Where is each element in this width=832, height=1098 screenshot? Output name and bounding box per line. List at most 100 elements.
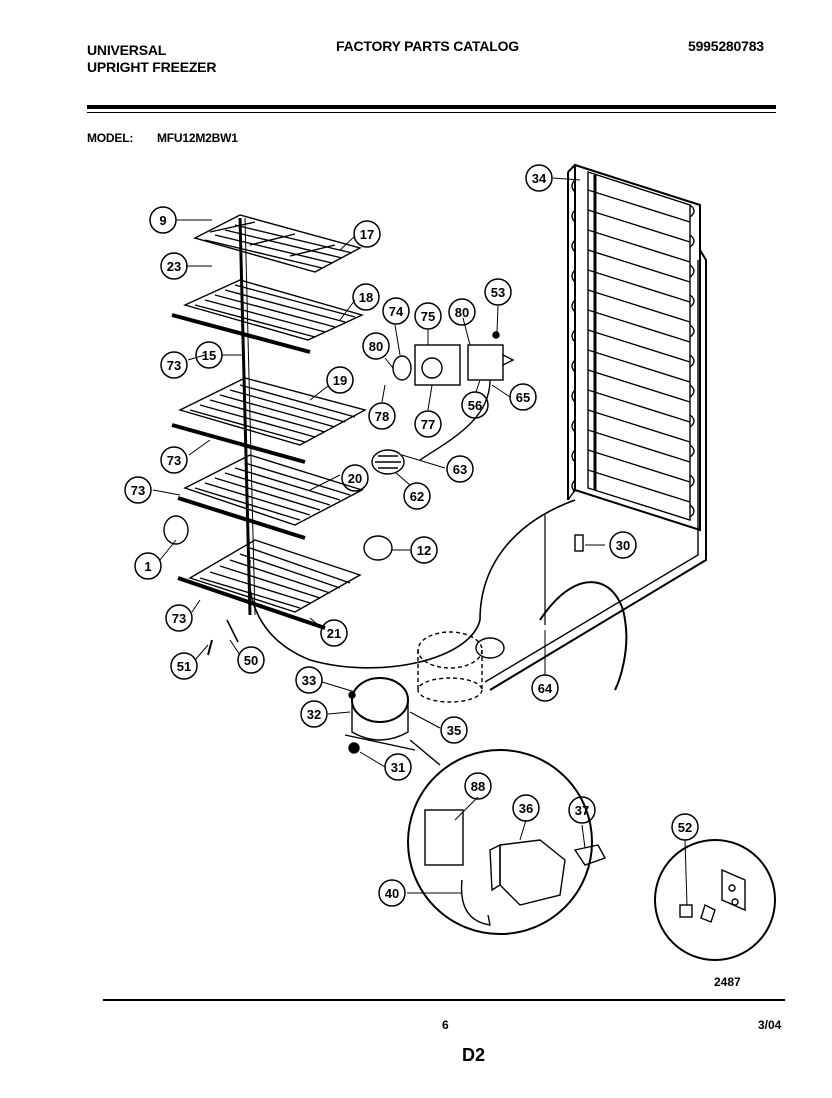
svg-text:21: 21 (327, 626, 341, 641)
callout-51: 51 (170, 652, 198, 680)
shelf-19 (171, 377, 367, 464)
svg-text:17: 17 (360, 227, 374, 242)
callout-75: 75 (414, 302, 442, 330)
callout-40: 40 (378, 879, 406, 907)
svg-text:33: 33 (302, 673, 316, 688)
svg-text:65: 65 (516, 390, 530, 405)
callout-15: 15 (195, 341, 223, 369)
compressor (344, 677, 416, 754)
callout-19: 19 (326, 366, 354, 394)
svg-text:77: 77 (421, 417, 435, 432)
svg-text:12: 12 (417, 543, 431, 558)
detail-circle-52 (654, 839, 776, 961)
revision-date: 3/04 (758, 1018, 782, 1032)
svg-text:75: 75 (421, 309, 435, 324)
svg-text:31: 31 (391, 760, 405, 775)
callout-30: 30 (609, 531, 637, 559)
brand-line-2: UPRIGHT FREEZER (87, 59, 217, 75)
header-rule-thick (87, 105, 776, 109)
svg-text:80: 80 (369, 339, 383, 354)
callout-65: 65 (509, 383, 537, 411)
svg-text:78: 78 (375, 409, 389, 424)
svg-text:63: 63 (453, 462, 467, 477)
callout-20: 20 (341, 464, 369, 492)
header-rule-thin (87, 112, 776, 113)
callout-78: 78 (368, 402, 396, 430)
svg-text:80: 80 (455, 305, 469, 320)
catalog-title: FACTORY PARTS CATALOG (336, 38, 519, 54)
callout-63: 63 (446, 455, 474, 483)
svg-text:20: 20 (348, 471, 362, 486)
callout-73: 73 (124, 476, 152, 504)
callout-32: 32 (300, 700, 328, 728)
callout-1: 1 (134, 552, 162, 580)
callout-64: 64 (531, 674, 559, 702)
callout-31: 31 (384, 753, 412, 781)
callout-37: 37 (568, 796, 596, 824)
svg-text:74: 74 (389, 304, 404, 319)
brand-block: UNIVERSAL UPRIGHT FREEZER (87, 42, 216, 76)
compressor-location-dashed (417, 631, 483, 703)
svg-text:73: 73 (167, 453, 181, 468)
callout-18: 18 (352, 283, 380, 311)
model-number: MFU12M2BW1 (157, 131, 238, 145)
callout-56: 56 (461, 391, 489, 419)
part-62-assembly (371, 449, 405, 475)
svg-text:36: 36 (519, 801, 533, 816)
callout-17: 17 (353, 220, 381, 248)
callout-33: 33 (295, 666, 323, 694)
svg-text:34: 34 (532, 171, 547, 186)
svg-text:35: 35 (447, 723, 461, 738)
callout-35: 35 (440, 716, 468, 744)
svg-text:30: 30 (616, 538, 630, 553)
shelf-17 (193, 214, 362, 273)
svg-text:50: 50 (244, 653, 258, 668)
svg-text:62: 62 (410, 489, 424, 504)
callout-21: 21 (320, 619, 348, 647)
svg-text:19: 19 (333, 373, 347, 388)
svg-text:9: 9 (159, 213, 166, 228)
part-1-assembly (163, 515, 189, 545)
callout-50: 50 (237, 646, 265, 674)
shelf-20 (177, 454, 364, 540)
callout-labels: 9 23 17 18 73 15 19 73 73 20 1 12 73 21 … (124, 164, 699, 907)
callout-80: 80 (362, 332, 390, 360)
model-label: MODEL: (87, 131, 134, 145)
svg-text:88: 88 (471, 779, 485, 794)
catalog-part-number: 5995280783 (688, 38, 764, 54)
svg-text:52: 52 (678, 820, 692, 835)
control-assembly (392, 331, 515, 386)
diagram-number: 2487 (714, 975, 741, 989)
page-number: 6 (442, 1018, 449, 1032)
svg-text:37: 37 (575, 803, 589, 818)
detail-electrical-circle (407, 739, 607, 935)
svg-text:32: 32 (307, 707, 321, 722)
brand-line-1: UNIVERSAL (87, 42, 167, 58)
callout-9: 9 (149, 206, 177, 234)
callout-12: 12 (410, 536, 438, 564)
callout-53: 53 (484, 278, 512, 306)
part-12-assembly (363, 535, 393, 561)
svg-text:56: 56 (468, 398, 482, 413)
svg-text:73: 73 (167, 358, 181, 373)
callout-73: 73 (165, 604, 193, 632)
svg-text:1: 1 (144, 559, 151, 574)
svg-text:15: 15 (202, 348, 216, 363)
callout-80: 80 (448, 298, 476, 326)
svg-text:23: 23 (167, 259, 181, 274)
callout-74: 74 (382, 297, 410, 325)
callout-52: 52 (671, 813, 699, 841)
shelf-21 (177, 539, 362, 630)
callout-73: 73 (160, 351, 188, 379)
svg-text:18: 18 (359, 290, 373, 305)
svg-text:40: 40 (385, 886, 399, 901)
footer-rule (103, 999, 785, 1001)
svg-text:73: 73 (131, 483, 145, 498)
callout-73: 73 (160, 446, 188, 474)
callout-88: 88 (464, 772, 492, 800)
svg-text:73: 73 (172, 611, 186, 626)
callout-62: 62 (403, 482, 431, 510)
callout-36: 36 (512, 794, 540, 822)
svg-text:53: 53 (491, 285, 505, 300)
